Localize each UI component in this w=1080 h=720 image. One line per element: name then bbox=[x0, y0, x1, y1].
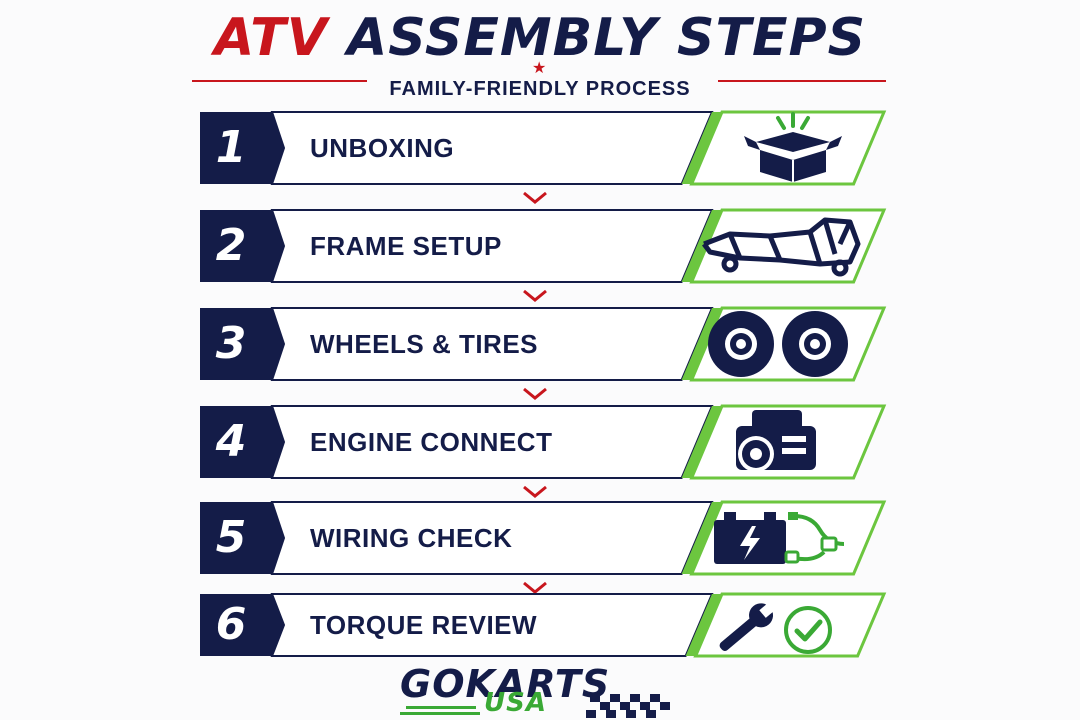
wrench-check-icon bbox=[708, 600, 838, 664]
step-frame bbox=[200, 500, 887, 576]
step-number: 3 bbox=[215, 318, 247, 369]
step-frame bbox=[200, 592, 887, 658]
battery-icon bbox=[710, 508, 850, 572]
title-atv: ATV bbox=[213, 8, 328, 68]
step-number: 6 bbox=[215, 599, 247, 650]
title-assembly-steps: ASSEMBLY STEPS bbox=[347, 8, 867, 68]
subtitle: FAMILY-FRIENDLY PROCESS bbox=[389, 78, 691, 100]
step-frame bbox=[200, 110, 887, 186]
chevron-down-icon bbox=[522, 580, 548, 599]
step-label: FRAME SETUP bbox=[310, 231, 502, 261]
brand-gokarts: GOKARTS bbox=[400, 662, 611, 706]
chevron-down-icon bbox=[522, 386, 548, 405]
step-row-6: 6 TORQUE REVIEW bbox=[0, 592, 1080, 658]
step-row-5: 5 WIRING CHECK bbox=[0, 500, 1080, 576]
brand-logo: GOKARTS USA bbox=[0, 662, 1080, 720]
chevron-down-icon bbox=[522, 190, 548, 209]
open-box-icon bbox=[738, 112, 848, 188]
step-frame bbox=[200, 306, 887, 382]
step-number: 4 bbox=[215, 416, 247, 467]
step-row-2: 2 FRAME SETUP bbox=[0, 208, 1080, 284]
divider-right bbox=[718, 80, 886, 82]
star-icon: ★ bbox=[532, 58, 547, 77]
step-label: UNBOXING bbox=[310, 133, 455, 163]
tires-icon bbox=[705, 309, 855, 383]
step-row-4: 4 ENGINE CONNECT bbox=[0, 404, 1080, 480]
step-row-1: 1 UNBOXING bbox=[0, 110, 1080, 186]
engine-icon bbox=[722, 406, 822, 482]
page-title: ATV ASSEMBLY STEPS bbox=[0, 6, 1080, 70]
divider-left bbox=[192, 80, 367, 82]
step-label: WIRING CHECK bbox=[310, 523, 513, 553]
step-label: TORQUE REVIEW bbox=[310, 610, 538, 640]
step-number: 1 bbox=[215, 122, 247, 173]
step-number: 2 bbox=[215, 220, 247, 271]
chevron-down-icon bbox=[522, 288, 548, 307]
atv-frame-icon bbox=[700, 214, 870, 282]
step-label: WHEELS & TIRES bbox=[310, 329, 539, 359]
chevron-down-icon bbox=[522, 484, 548, 503]
step-frame bbox=[200, 208, 887, 284]
step-row-3: 3 WHEELS & TIRES bbox=[0, 306, 1080, 382]
step-label: ENGINE CONNECT bbox=[310, 427, 553, 457]
step-number: 5 bbox=[215, 512, 247, 563]
brand-usa: USA bbox=[484, 688, 547, 718]
